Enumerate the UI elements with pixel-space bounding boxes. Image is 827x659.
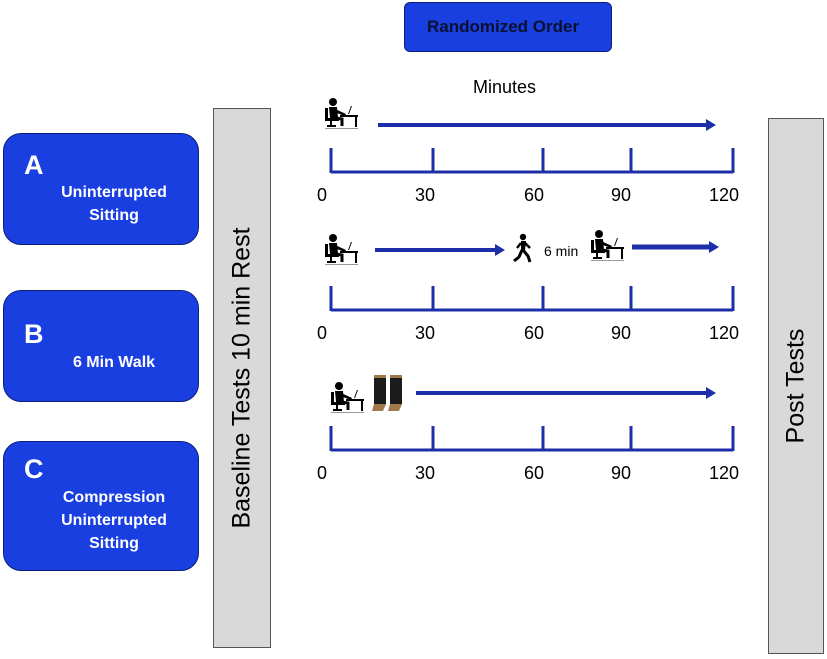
condition-c-letter: C <box>24 454 44 484</box>
person-at-desk-icon <box>329 380 366 415</box>
randomized-order-box: Randomized Order <box>404 2 612 52</box>
condition-a-line-2: Sitting <box>89 207 139 224</box>
tick-label: 0 <box>317 185 327 205</box>
condition-a-text: Uninterrupted Sitting <box>34 181 194 227</box>
tick-label: 60 <box>524 463 544 483</box>
tick-label: 30 <box>415 185 435 205</box>
tick-labels: 0 30 60 90 120 0 30 60 90 120 0 30 60 90 120 <box>317 185 739 483</box>
condition-b-text: 6 Min Walk <box>34 351 194 374</box>
tick-label: 30 <box>415 323 435 343</box>
condition-c-text: Compression Uninterrupted Sitting <box>34 486 194 555</box>
tick-label: 0 <box>317 323 327 343</box>
person-at-desk-icon <box>323 96 360 131</box>
condition-c-line-2: Uninterrupted <box>61 512 167 529</box>
condition-a-box: A Uninterrupted Sitting <box>3 133 199 245</box>
tick-label: 30 <box>415 463 435 483</box>
tick-label: 120 <box>709 323 739 343</box>
arrows <box>375 119 719 399</box>
tick-label: 90 <box>611 185 631 205</box>
timeline-arrow <box>375 244 505 256</box>
minutes-label: Minutes <box>473 77 537 97</box>
timeline-arrow <box>378 119 716 131</box>
timeline-arrow <box>416 387 716 399</box>
tick-label: 120 <box>709 463 739 483</box>
walking-person-icon <box>512 232 532 264</box>
randomized-order-label: Randomized Order <box>427 17 580 36</box>
tick-label: 60 <box>524 323 544 343</box>
tick-label: 90 <box>611 463 631 483</box>
condition-b-line-1: 6 Min Walk <box>72 354 156 371</box>
condition-b-letter: B <box>24 319 44 349</box>
walk-duration-label: 6 min <box>544 243 578 259</box>
tick-label: 60 <box>524 185 544 205</box>
person-at-desk-icon <box>323 232 360 267</box>
timeline-axes <box>329 148 735 452</box>
tick-label: 120 <box>709 185 739 205</box>
baseline-bar: Baseline Tests 10 min Rest <box>213 108 271 648</box>
condition-a-letter: A <box>24 150 44 180</box>
condition-b-box: B 6 Min Walk <box>3 290 199 402</box>
tick-label: 0 <box>317 463 327 483</box>
tick-label: 90 <box>611 323 631 343</box>
person-at-desk-icon <box>589 228 626 263</box>
timeline-arrow <box>632 241 719 253</box>
condition-c-box: C Compression Uninterrupted Sitting <box>3 441 199 571</box>
condition-c-line-1: Compression <box>62 489 166 506</box>
post-tests-bar: Post Tests <box>768 118 824 654</box>
compression-socks-icon <box>372 375 402 411</box>
condition-a-line-1: Uninterrupted <box>61 184 167 201</box>
condition-c-line-3: Sitting <box>89 535 139 552</box>
